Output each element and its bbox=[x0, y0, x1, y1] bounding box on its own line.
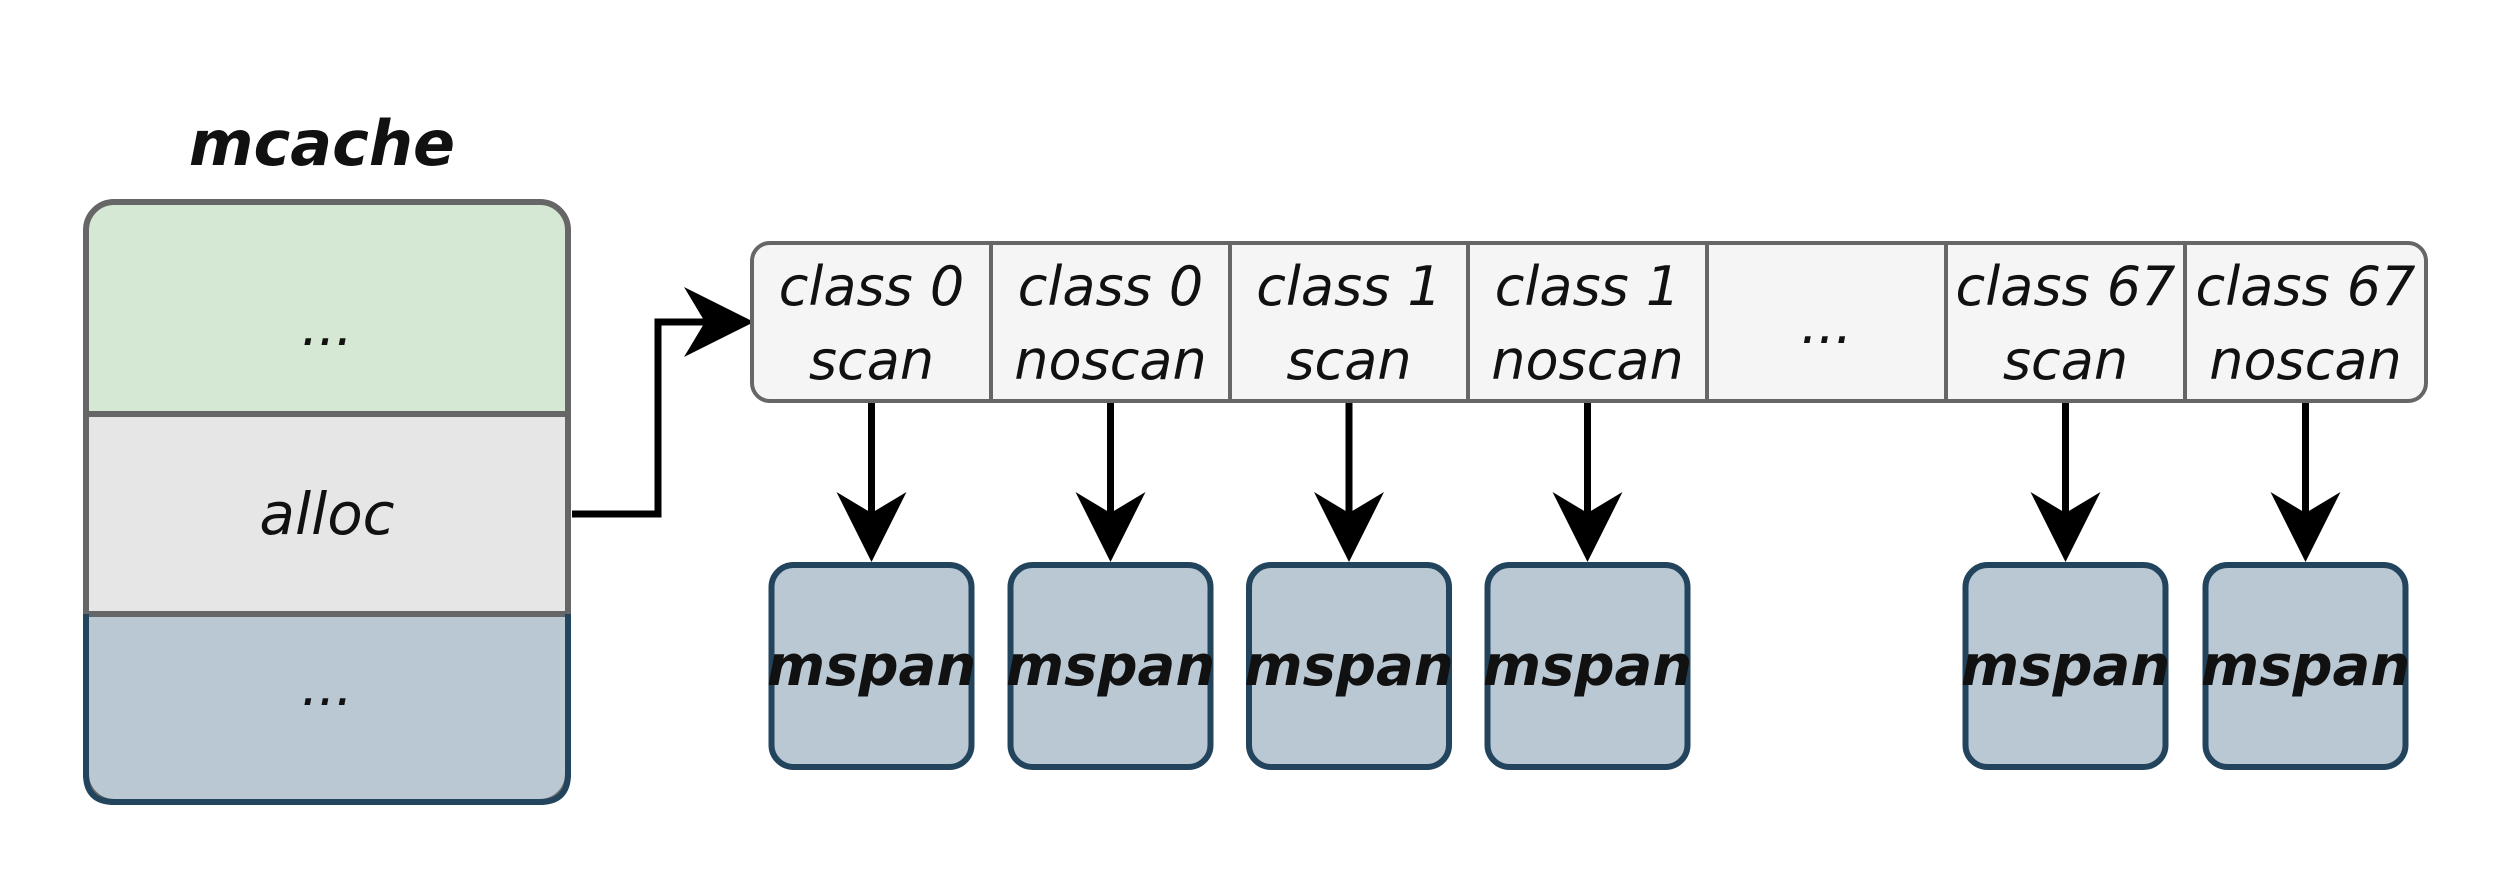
alloc-array-outline bbox=[750, 241, 2428, 403]
mspan-label: mspan bbox=[1483, 634, 1692, 699]
cache-section-bottom-label: ... bbox=[301, 655, 353, 718]
array-cell-scan-label: scan bbox=[809, 329, 934, 392]
mspan-label: mspan bbox=[1961, 634, 2170, 699]
array-cell-ellipsis: ... bbox=[1801, 293, 1853, 356]
array-cell-scan-label: noscan bbox=[1491, 329, 1683, 392]
alloc-array bbox=[750, 241, 2428, 403]
mspan-box bbox=[1484, 562, 1691, 770]
array-cell-scan-label: scan bbox=[2003, 329, 2128, 392]
array-cell-class-label: class 67 bbox=[2196, 255, 2416, 318]
cache-outline-lower bbox=[83, 614, 571, 805]
array-cell-class-label: class 67 bbox=[1956, 255, 2176, 318]
array-cell-class-label: class 1 bbox=[1495, 255, 1681, 318]
cache-section-alloc-label: alloc bbox=[259, 480, 394, 548]
mspan-box bbox=[1246, 562, 1452, 770]
cache-section-top-label: ... bbox=[301, 295, 353, 358]
cache-section-top bbox=[86, 202, 568, 414]
mcache-block: ... alloc ... bbox=[83, 199, 571, 805]
mcache-title: mcache bbox=[189, 107, 455, 180]
array-cell-class-label: class 1 bbox=[1256, 255, 1442, 318]
mspan-label: mspan bbox=[1006, 634, 1215, 699]
array-cell-scan-label: noscan bbox=[1014, 329, 1206, 392]
mspan-box bbox=[1007, 562, 1214, 770]
mspan-box bbox=[768, 562, 975, 770]
mspan-label: mspan bbox=[2201, 634, 2410, 699]
mspan-box bbox=[2202, 562, 2409, 770]
array-cell-scan-label: scan bbox=[1286, 329, 1411, 392]
array-cell-class-label: class 0 bbox=[779, 255, 965, 318]
mspan-label: mspan bbox=[767, 634, 976, 699]
alloc-connector-arrow bbox=[572, 287, 754, 518]
array-cell-scan-label: noscan bbox=[2209, 329, 2401, 392]
mspan-label: mspan bbox=[1244, 634, 1453, 699]
cache-section-bottom bbox=[86, 614, 568, 802]
cache-section-alloc bbox=[86, 414, 568, 614]
array-cell-class-label: class 0 bbox=[1018, 255, 1204, 318]
mspan-box bbox=[1962, 562, 2169, 770]
